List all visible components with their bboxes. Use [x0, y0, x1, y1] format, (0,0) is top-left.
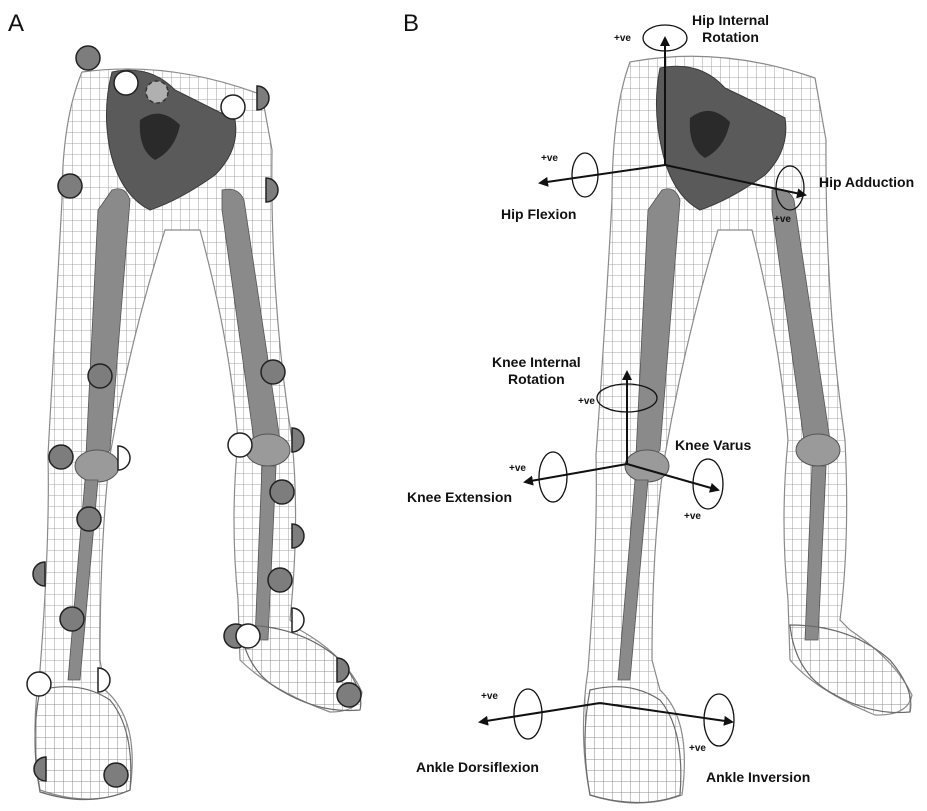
positive-direction-marker: +ve — [578, 397, 595, 407]
knee-internal-rotation-label: Knee Internal Rotation — [492, 354, 581, 388]
filled-marker — [60, 607, 84, 631]
knee-internal-rotation-line2: Rotation — [492, 371, 581, 388]
positive-direction-marker: +ve — [684, 512, 701, 522]
hip-internal-rotation-line1: Hip Internal — [692, 12, 769, 29]
panel-b-leg-model — [583, 56, 912, 803]
positive-direction-marker: +ve — [541, 154, 558, 164]
knee-varus-label: Knee Varus — [675, 437, 751, 454]
positive-direction-marker: +ve — [689, 744, 706, 754]
open-marker — [27, 672, 51, 696]
open-marker — [114, 71, 138, 95]
hip-adduction-label: Hip Adduction — [819, 174, 914, 191]
half-marker — [266, 178, 278, 202]
open-marker — [221, 95, 245, 119]
open-marker — [236, 624, 260, 648]
positive-direction-marker: +ve — [614, 34, 631, 44]
half-marker — [292, 428, 304, 452]
hip-flexion-label: Hip Flexion — [501, 206, 576, 223]
open-marker — [228, 433, 252, 457]
filled-marker — [58, 174, 82, 198]
ankle-dorsiflexion-axis — [480, 703, 600, 722]
half-marker — [33, 562, 45, 586]
panel-b-letter: B — [403, 12, 419, 36]
half-open-marker — [292, 608, 304, 632]
filled-marker — [261, 360, 285, 384]
panel-a-leg-model — [35, 69, 362, 800]
hip-internal-rotation-line2: Rotation — [692, 29, 769, 46]
filled-marker — [270, 480, 294, 504]
hip-internal-rotation-label: Hip Internal Rotation — [692, 12, 769, 46]
half-open-marker — [98, 668, 110, 692]
dashed-marker — [146, 81, 168, 103]
ankle-dorsiflexion-label: Ankle Dorsiflexion — [416, 759, 539, 776]
filled-marker — [104, 763, 128, 787]
positive-direction-marker: +ve — [509, 464, 526, 474]
positive-direction-marker: +ve — [481, 692, 498, 702]
half-marker — [292, 524, 304, 548]
filled-marker — [76, 46, 100, 70]
filled-marker — [337, 683, 361, 707]
filled-marker — [77, 507, 101, 531]
half-marker — [257, 86, 269, 110]
knee-extension-label: Knee Extension — [407, 489, 512, 506]
panel-a-letter: A — [8, 12, 24, 36]
positive-direction-marker: +ve — [774, 215, 791, 225]
half-open-marker — [118, 446, 130, 470]
filled-marker — [49, 445, 73, 469]
filled-marker — [88, 364, 112, 388]
ankle-inversion-label: Ankle Inversion — [706, 769, 810, 786]
knee-internal-rotation-line1: Knee Internal — [492, 354, 581, 371]
b-left-foot — [790, 625, 911, 713]
filled-marker — [268, 568, 292, 592]
